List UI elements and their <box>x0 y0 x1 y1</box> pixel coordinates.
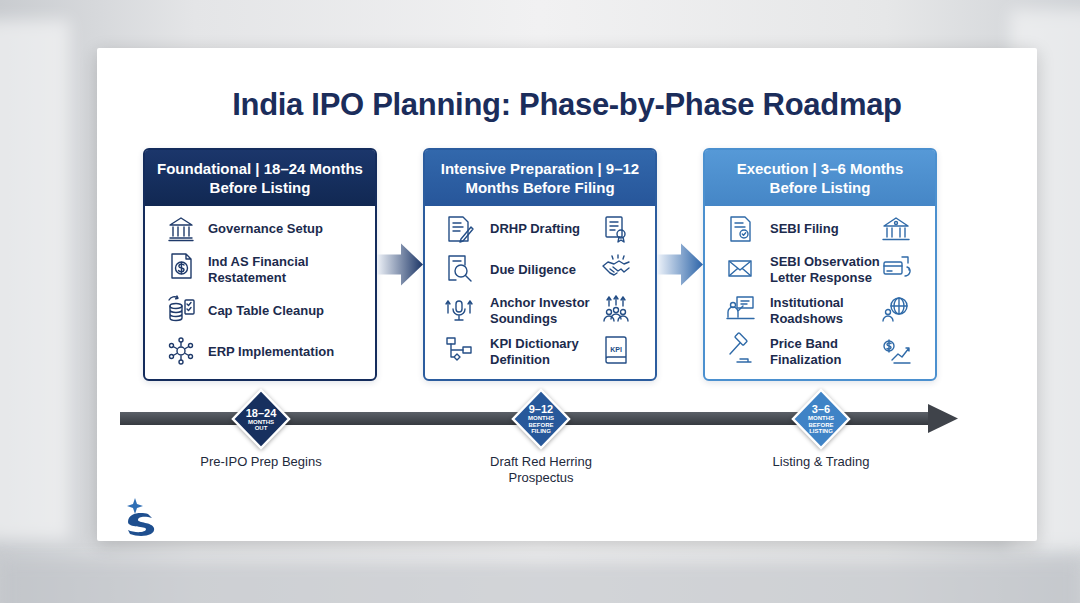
diamond-inner: 18–24MONTHS OUT <box>231 388 291 450</box>
task-label: Ind AS Financial Restatement <box>208 254 358 286</box>
phase-panel: Intensive Preparation | 9–12 Months Befo… <box>423 148 657 381</box>
task-row: Governance Setup <box>208 209 358 249</box>
task-row: Anchor Investor Soundings <box>490 291 606 331</box>
phase-heading: Intensive Preparation | 9–12 Months Befo… <box>435 159 645 197</box>
panel-header: Intensive Preparation | 9–12 Months Befo… <box>425 150 655 206</box>
task-row: SEBI Filing <box>770 209 888 249</box>
task-label: SEBI Filing <box>770 221 839 237</box>
panel-header: Execution | 3–6 Months Before Listing <box>705 150 935 206</box>
background-floor <box>0 560 1080 603</box>
task-label: SEBI Observation Letter Response <box>770 254 888 286</box>
diamond-inner: 9–12MONTHS BEFORE FILING <box>511 388 571 450</box>
logo-mark <box>128 513 154 536</box>
task-label: Governance Setup <box>208 221 323 237</box>
flow-arrow <box>377 244 423 286</box>
milestone-unit: MONTHS OUT <box>246 419 276 432</box>
task-label: Due Diligence <box>490 262 576 278</box>
task-label: DRHP Drafting <box>490 221 580 237</box>
task-row: Institutional Roadshows <box>770 291 888 331</box>
task-label: Anchor Investor Soundings <box>490 295 606 327</box>
diagram-title: India IPO Planning: Phase-by-Phase Roadm… <box>97 86 1037 124</box>
icon-text: KPI <box>605 345 627 354</box>
milestone-label: Pre-IPO Prep Begins <box>176 454 346 470</box>
milestone-unit: MONTHS BEFORE LISTING <box>806 415 836 435</box>
task-label: Price Band Finalization <box>770 336 888 368</box>
task-label: KPI Dictionary Definition <box>490 336 606 368</box>
phase-panel: Foundational | 18–24 Months Before Listi… <box>143 148 377 381</box>
background-window <box>0 20 70 540</box>
milestone-unit: MONTHS BEFORE FILING <box>526 415 556 435</box>
milestone-diamond: 18–24MONTHS OUTPre-IPO Prep Begins <box>231 388 291 450</box>
diamond-outline <box>793 390 849 448</box>
task-row: SEBI Observation Letter Response <box>770 250 888 290</box>
diamond-outline <box>513 390 569 448</box>
phase-panel: Execution | 3–6 Months Before ListingSEB… <box>703 148 937 381</box>
task-row: ERP Implementation <box>208 332 358 372</box>
phase-heading: Foundational | 18–24 Months Before Listi… <box>155 159 365 197</box>
task-label: ERP Implementation <box>208 344 334 360</box>
milestone-diamond: 9–12MONTHS BEFORE FILINGDraft Red Herrin… <box>511 388 571 450</box>
diamond-inner: 3–6MONTHS BEFORE LISTING <box>791 388 851 450</box>
task-row: Cap Table Cleanup <box>208 291 358 331</box>
milestone-label: Draft Red Herring Prospectus <box>476 454 606 486</box>
task-row: Due Diligence <box>490 250 606 290</box>
task-row: Ind AS Financial Restatement <box>208 250 358 290</box>
task-row: Price Band Finalization <box>770 332 888 372</box>
task-row: KPI Dictionary Definition <box>490 332 606 372</box>
milestone-diamond: 3–6MONTHS BEFORE LISTINGListing & Tradin… <box>791 388 851 450</box>
timeline-arrowhead <box>928 404 958 433</box>
task-label: Institutional Roadshows <box>770 295 888 327</box>
milestone-number: 9–12 <box>529 403 553 415</box>
milestone-number: 3–6 <box>812 403 830 415</box>
task-row: DRHP Drafting <box>490 209 606 249</box>
diamond-outline <box>233 390 289 448</box>
milestone-label: Listing & Trading <box>736 454 906 470</box>
panel-header: Foundational | 18–24 Months Before Listi… <box>145 150 375 206</box>
phase-heading: Execution | 3–6 Months Before Listing <box>715 159 925 197</box>
milestone-number: 18–24 <box>246 407 277 419</box>
task-label: Cap Table Cleanup <box>208 303 324 319</box>
logo-sparkle <box>127 498 143 514</box>
flow-arrow <box>657 244 703 286</box>
